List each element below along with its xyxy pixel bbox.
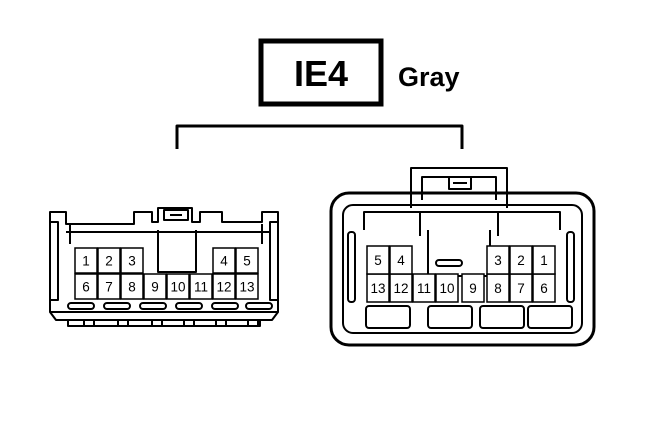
left-foot — [183, 319, 195, 327]
right-lock-tab — [448, 176, 472, 190]
right-pin-10-label: 10 — [439, 281, 454, 296]
left-pin-6-label: 6 — [82, 280, 90, 295]
left-slot — [103, 302, 131, 310]
right-pin-9-cavity — [461, 273, 485, 303]
left-hook-right — [269, 221, 278, 301]
left-base — [67, 320, 261, 327]
left-pin-2-cavity — [97, 247, 121, 274]
right-pin-9-label: 9 — [469, 281, 477, 296]
left-pin-12-label: 12 — [216, 280, 231, 295]
right-rib-right — [566, 231, 575, 303]
left-pin-10-cavity — [166, 273, 190, 300]
left-housing — [49, 207, 279, 313]
right-pin-1-label: 1 — [540, 253, 548, 268]
left-feet — [83, 319, 259, 327]
left-pin-12-cavity — [212, 273, 236, 300]
left-slot — [245, 302, 273, 310]
left-pin-4-cavity — [212, 247, 236, 274]
left-foot — [83, 319, 95, 327]
left-pin-2-label: 2 — [105, 254, 113, 269]
right-center-key — [427, 230, 491, 277]
left-pin-3-label: 3 — [128, 254, 136, 269]
left-pin-11-cavity — [189, 273, 213, 300]
right-pin-8-label: 8 — [494, 281, 502, 296]
right-pin-2-cavity — [509, 245, 533, 275]
right-pin-11-label: 11 — [417, 281, 431, 296]
left-slot — [175, 302, 203, 310]
right-guide — [527, 305, 573, 329]
connector-code: IE4 — [294, 53, 348, 94]
right-pin-3-cavity — [486, 245, 510, 275]
right-pin-5-label: 5 — [374, 253, 382, 268]
left-slot — [67, 302, 95, 310]
right-pin-4-cavity — [389, 245, 413, 275]
left-slots — [67, 302, 273, 310]
right-pin-13-label: 13 — [370, 281, 385, 296]
left-pin-9-label: 9 — [151, 280, 159, 295]
left-lock-guide — [157, 230, 197, 273]
left-pin-5-label: 5 — [243, 254, 251, 269]
left-pin-11-label: 11 — [194, 280, 208, 295]
right-pin-7-label: 7 — [517, 281, 525, 296]
left-pin-13-label: 13 — [239, 280, 254, 295]
right-pin-12-label: 12 — [393, 281, 408, 296]
left-foot — [117, 319, 129, 327]
left-lock-tab — [163, 209, 189, 221]
connector-color: Gray — [398, 62, 460, 92]
right-pin-11-cavity — [412, 273, 436, 303]
left-pin-10-label: 10 — [170, 280, 185, 295]
right-pin-3-label: 3 — [494, 253, 502, 268]
left-slot — [211, 302, 239, 310]
left-pin-5-cavity — [235, 247, 259, 274]
connector-code-box — [258, 38, 384, 107]
right-rib-left — [347, 231, 356, 303]
right-guide — [479, 305, 525, 329]
right-housing-inner — [342, 204, 583, 334]
left-pin-7-cavity — [97, 273, 121, 300]
left-slot — [139, 302, 167, 310]
left-foot — [247, 319, 259, 327]
right-shoulder — [363, 211, 561, 230]
left-wings — [69, 224, 263, 244]
left-hook-left — [50, 221, 59, 301]
right-pin-5-cavity — [366, 245, 390, 275]
left-pin-6-cavity — [74, 273, 98, 300]
left-foot — [215, 319, 227, 327]
left-foot — [151, 319, 163, 327]
right-pin-4-label: 4 — [397, 253, 405, 268]
view-bracket — [175, 124, 464, 149]
left-pin-1-label: 1 — [82, 254, 90, 269]
right-pin-6-label: 6 — [540, 281, 548, 296]
right-guides — [365, 305, 573, 329]
right-center-slot — [435, 259, 463, 267]
left-pin-7-label: 7 — [105, 280, 113, 295]
left-pin-3-cavity — [120, 247, 144, 274]
right-guide — [427, 305, 473, 329]
left-pin-13-cavity — [235, 273, 259, 300]
left-pin-9-cavity — [143, 273, 167, 300]
right-guide — [365, 305, 411, 329]
right-pin-1-cavity — [532, 245, 556, 275]
right-pin-2-label: 2 — [517, 253, 525, 268]
left-pin-1-cavity — [74, 247, 98, 274]
left-pin-4-label: 4 — [220, 254, 228, 269]
left-pin-8-label: 8 — [128, 280, 136, 295]
left-base-lip — [49, 311, 279, 321]
right-pin-10-cavity — [435, 273, 459, 303]
right-housing — [329, 191, 596, 347]
right-shoulder-posts — [419, 212, 499, 236]
left-pin-8-cavity — [120, 273, 144, 300]
right-lock-hood — [410, 167, 508, 208]
